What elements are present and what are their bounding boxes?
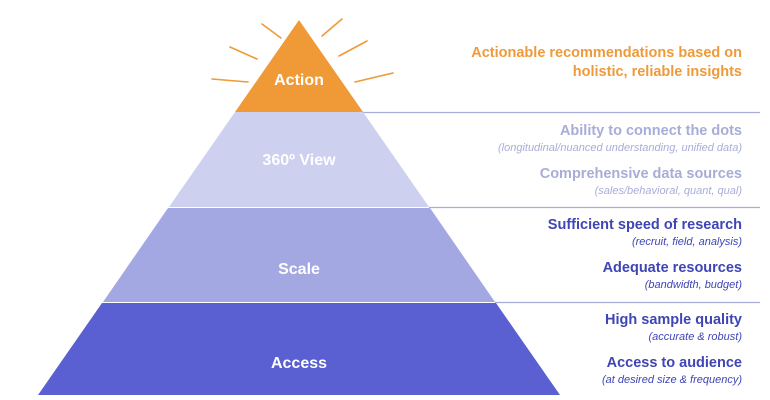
tier-label-action: Action: [274, 72, 324, 89]
action-description: Actionable recommendations based on holi…: [471, 44, 742, 82]
ray-right-bottom: [354, 72, 394, 83]
access-description-1-sub: (accurate & robust): [648, 331, 742, 343]
access-description-2-head: Access to audience: [606, 355, 742, 371]
view-description-2-sub: (sales/behavioral, quant, qual): [594, 185, 742, 197]
tier-view-shape: [169, 112, 429, 207]
tier-label-scale: Scale: [278, 261, 320, 278]
access-description-2-sub: (at desired size & frequency): [601, 374, 742, 386]
tier-label-360-view: 360º View: [262, 152, 336, 169]
tier-dividers: [362, 111, 760, 304]
scale-description-2: Adequate resources (bandwidth, budget): [603, 259, 742, 293]
view-description-1: Ability to connect the dots (longitudina…: [498, 122, 742, 156]
scale-description-2-head: Adequate resources: [602, 260, 742, 276]
tier-scale-shape: [103, 208, 495, 302]
view-description-1-head: Ability to connect the dots: [559, 123, 742, 139]
action-description-line1: Actionable recommendations based on: [471, 45, 742, 61]
view-description-2-head: Comprehensive data sources: [539, 166, 742, 182]
tier-action-shape: [235, 20, 363, 112]
scale-description-1: Sufficient speed of research (recruit, f…: [548, 216, 742, 250]
ray-right-top: [321, 18, 343, 37]
ray-left-mid: [229, 46, 258, 60]
scale-description-1-head: Sufficient speed of research: [547, 217, 742, 233]
ray-right-mid: [338, 40, 368, 57]
tier-access-shape: [38, 303, 560, 395]
action-description-line2: holistic, reliable insights: [572, 64, 742, 80]
view-description-2: Comprehensive data sources (sales/behavi…: [540, 165, 742, 199]
burst-rays: [211, 18, 394, 83]
tier-label-access: Access: [271, 355, 327, 372]
access-description-1-head: High sample quality: [605, 312, 742, 328]
ray-left-top: [261, 23, 282, 39]
access-description-1: High sample quality (accurate & robust): [605, 311, 742, 345]
access-description-2: Access to audience (at desired size & fr…: [602, 354, 742, 388]
ray-left-bottom: [211, 78, 249, 83]
scale-description-2-sub: (bandwidth, budget): [644, 279, 742, 291]
view-description-1-sub: (longitudinal/nuanced understanding, uni…: [497, 142, 742, 154]
scale-description-1-sub: (recruit, field, analysis): [631, 236, 742, 248]
